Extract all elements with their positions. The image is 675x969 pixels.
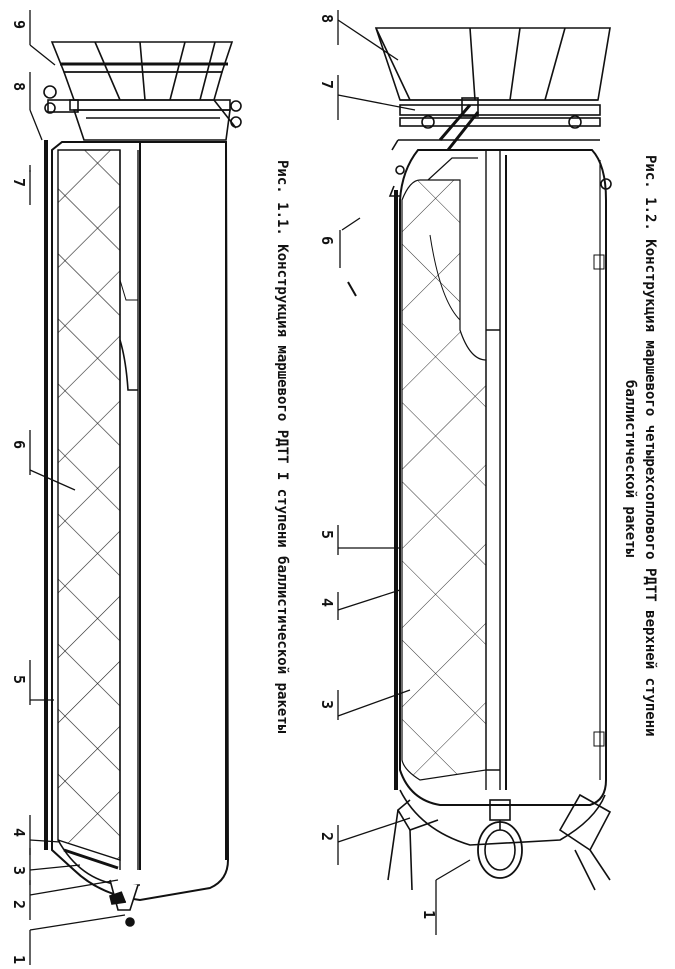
fig1-label-2: 2 [10,900,28,909]
fig2-nozzle-block [374,27,612,197]
fig1-label-5: 5 [10,675,28,684]
figure-1-2-caption-line1: Рис. 1.2. Конструкция маршевого четырехс… [642,155,658,737]
fig2-label-5: 5 [318,530,336,539]
fig1-label-6: 6 [10,440,28,449]
figure-1-2-label-text: 1 2 3 4 5 6 7 8 [318,14,438,919]
figure-1-1-callouts [29,10,126,965]
fig2-motor-case [399,149,607,806]
fig2-propellant-grain [401,179,487,781]
fig1-label-1: 1 [10,955,28,964]
fig1-label-4: 4 [10,828,28,837]
fig1-nozzle-block [43,41,242,141]
fig2-label-4: 4 [318,598,336,607]
fig2-aft-section [387,789,612,891]
fig2-label-3: 3 [318,700,336,709]
fig1-propellant-grain [57,149,121,861]
figure-1-2-caption-line2: баллистической ракеты [622,380,638,558]
fig1-label-7: 7 [10,178,28,187]
fig1-label-8: 8 [10,82,28,91]
fig2-label-2: 2 [318,832,336,841]
fig1-motor-case [51,141,230,902]
fig2-label-6: 6 [318,236,336,245]
figure-1-1-label-text: 1 2 3 4 5 6 7 8 9 [10,20,28,964]
figure-1-1-caption: Рис. 1.1. Конструкция маршевого РДТТ I с… [274,160,290,734]
fig2-label-7: 7 [318,80,336,89]
figure-1-1-engine [43,41,242,927]
fig2-label-8: 8 [318,14,336,23]
fig2-label-1: 1 [420,910,438,919]
figure-1-2-callouts [337,10,471,935]
figure-1-2-engine [374,27,612,891]
fig1-label-9: 9 [10,20,28,29]
fig1-label-3: 3 [10,866,28,875]
